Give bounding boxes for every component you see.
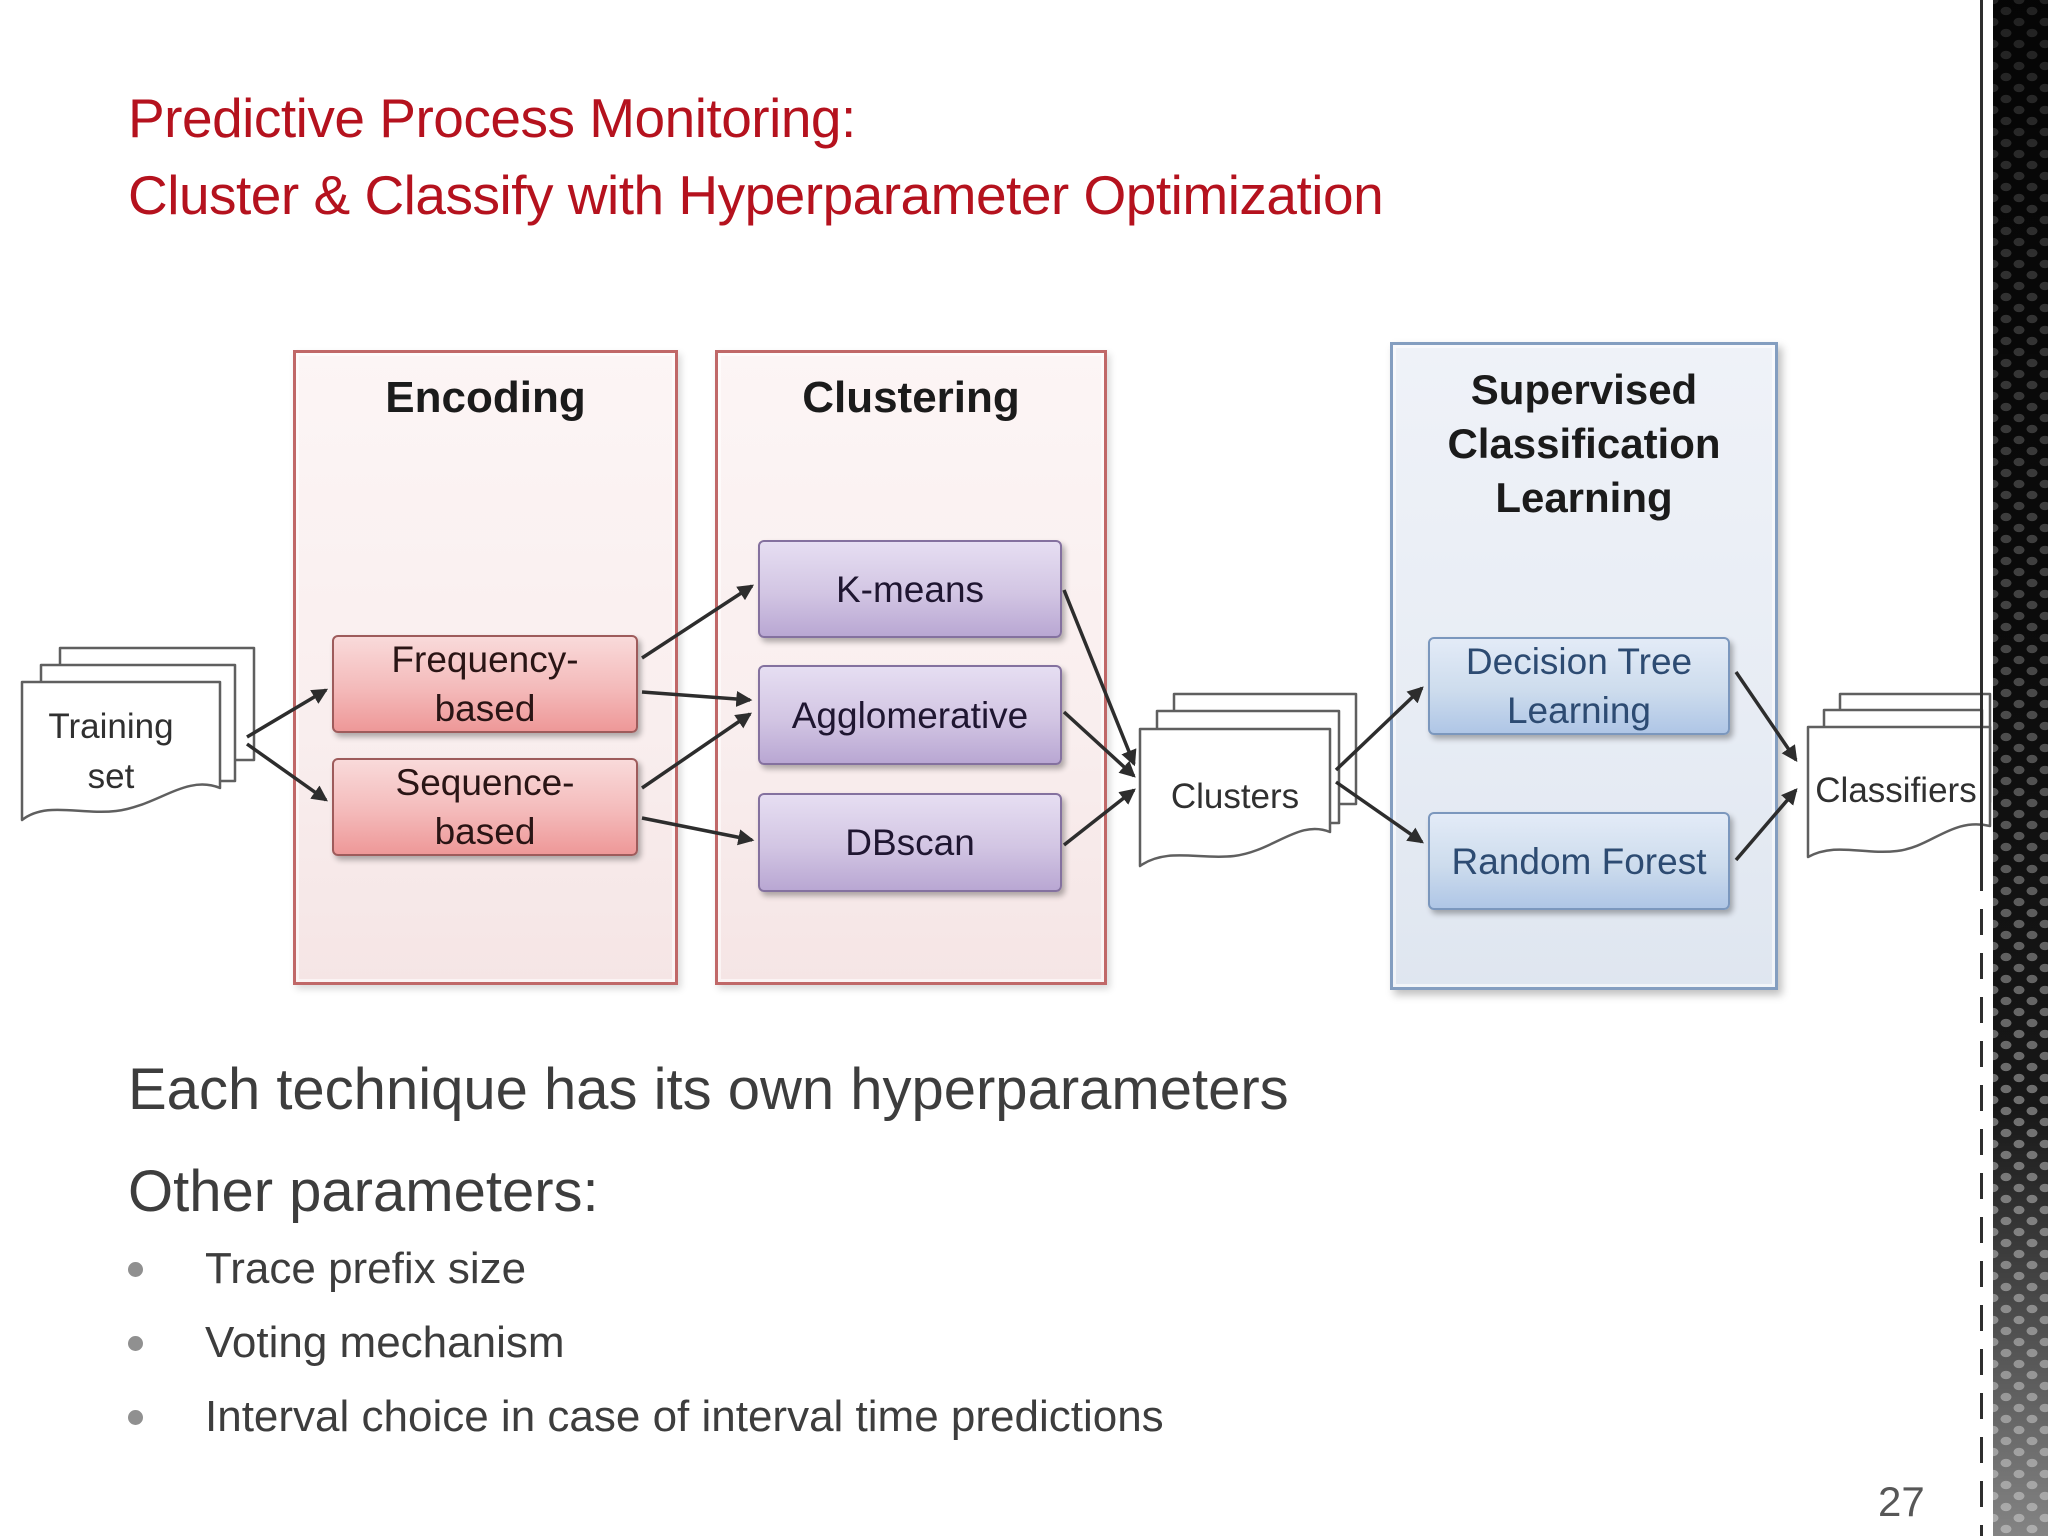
bullet-item: Trace prefix size (128, 1244, 526, 1294)
supervised-panel-title: Supervised Classification Learning (1447, 366, 1721, 521)
frequency-based-label: Frequency-based (391, 639, 579, 729)
frequency-based-box: Frequency-based (332, 635, 638, 733)
sequence-based-label: Sequence-based (395, 762, 575, 852)
slide-title: Predictive Process Monitoring: Cluster &… (128, 80, 1384, 234)
random-forest-box: Random Forest (1428, 812, 1730, 910)
agglomerative-box: Agglomerative (758, 665, 1062, 765)
bullet-text: Trace prefix size (205, 1244, 527, 1293)
page-number: 27 (1878, 1478, 1925, 1525)
bullet-text: Interval choice in case of interval time… (205, 1392, 1164, 1441)
bullet-item: Voting mechanism (128, 1318, 565, 1368)
body-subheading: Other parameters: (128, 1159, 599, 1224)
bullet-item: Interval choice in case of interval time… (128, 1392, 1164, 1442)
bullet-dot-icon (128, 1409, 143, 1425)
agglomerative-label: Agglomerative (791, 694, 1029, 736)
clusters-label: Clusters (1170, 777, 1300, 816)
training-set-label: Training set (48, 707, 174, 796)
sequence-based-box: Sequence-based (332, 758, 638, 856)
dbscan-box: DBscan (758, 793, 1062, 892)
carbon-fiber-background-strip (1993, 0, 2048, 1536)
clustering-panel-title: Clustering (802, 373, 1020, 422)
encoding-panel-title: Encoding (385, 373, 586, 422)
title-line-2: Cluster & Classify with Hyperparameter O… (128, 164, 1384, 226)
random-forest-label: Random Forest (1451, 840, 1707, 882)
decision-tree-box: Decision Tree Learning (1428, 637, 1730, 735)
kmeans-label: K-means (835, 568, 985, 610)
bullet-dot-icon (128, 1335, 143, 1351)
title-line-1: Predictive Process Monitoring: (128, 87, 856, 149)
slide-edge-line-dashed (1980, 865, 1983, 1536)
decision-tree-label: Decision Tree Learning (1465, 641, 1693, 731)
bullet-text: Voting mechanism (205, 1318, 565, 1367)
kmeans-box: K-means (758, 540, 1062, 638)
bullet-dot-icon (128, 1261, 143, 1277)
body-statement: Each technique has its own hyperparamete… (128, 1057, 1289, 1122)
dbscan-label: DBscan (845, 822, 975, 863)
slide-edge-line (1980, 0, 1983, 865)
classifiers-label: Classifiers (1815, 771, 1977, 810)
